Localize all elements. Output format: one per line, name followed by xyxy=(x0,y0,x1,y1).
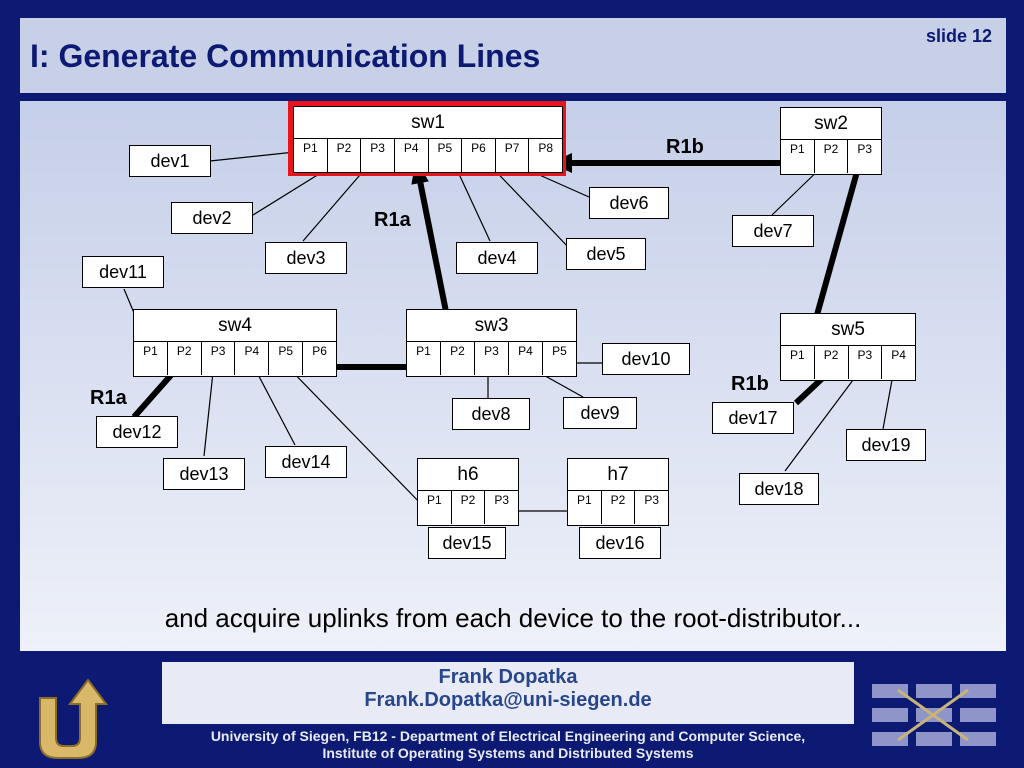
switch-sw5-name: sw5 xyxy=(781,314,915,346)
uplink-label-r1b-top: R1b xyxy=(666,136,704,158)
port[interactable]: P1 xyxy=(418,491,452,524)
slide-number: slide 12 xyxy=(925,26,992,46)
switch-sw1-name: sw1 xyxy=(294,107,562,139)
switch-sw5[interactable]: sw5 P1 P2 P3 P4 xyxy=(780,313,916,381)
port[interactable]: P1 xyxy=(134,342,168,375)
port[interactable]: P3 xyxy=(202,342,236,375)
switch-sw1-ports: P1 P2 P3 P4 P5 P6 P7 P8 xyxy=(294,139,562,172)
title-bar: I: Generate Communication Lines slide 12 xyxy=(20,18,1006,93)
device-dev17[interactable]: dev17 xyxy=(712,402,794,434)
port[interactable]: P2 xyxy=(815,140,849,173)
port[interactable]: P6 xyxy=(462,139,496,172)
port[interactable]: P4 xyxy=(235,342,270,375)
uplink-label-r1a-mid: R1a xyxy=(374,209,411,231)
port[interactable]: P3 xyxy=(644,493,660,507)
device-dev14[interactable]: dev14 xyxy=(265,446,347,478)
uplink-label-r1b-right: R1b xyxy=(731,373,769,395)
device-dev18[interactable]: dev18 xyxy=(739,473,819,505)
device-dev1[interactable]: dev1 xyxy=(129,145,211,177)
university-logo-icon xyxy=(39,678,108,759)
port[interactable]: P2 xyxy=(452,491,486,524)
port[interactable]: P1 xyxy=(781,346,815,379)
link-dev15-sw4 xyxy=(283,362,425,508)
port[interactable]: P2 xyxy=(441,342,475,375)
port[interactable]: P1 xyxy=(568,491,602,524)
slide-caption: and acquire uplinks from each device to … xyxy=(164,603,862,633)
switch-sw3-name: sw3 xyxy=(407,310,576,342)
device-dev11[interactable]: dev11 xyxy=(82,256,164,288)
switch-h7-ports: P1 P2 P3 xyxy=(568,491,668,524)
port[interactable]: P3 xyxy=(475,342,509,375)
device-dev6[interactable]: dev6 xyxy=(589,187,669,219)
uplink-label-r1a-left: R1a xyxy=(90,387,127,409)
port[interactable]: P2 xyxy=(815,346,849,379)
port[interactable]: P8 xyxy=(538,141,554,155)
port[interactable]: P3 xyxy=(857,142,873,156)
switch-sw4[interactable]: sw4 P1 P2 P3 P4 P5 P6 xyxy=(133,309,337,377)
port[interactable]: P5 xyxy=(552,344,567,358)
author-email[interactable]: Frank.Dopatka@uni-siegen.de xyxy=(364,689,652,711)
switch-h6[interactable]: h6 P1 P2 P3 xyxy=(417,458,519,526)
device-dev8[interactable]: dev8 xyxy=(452,398,530,430)
institution-text: University of Siegen, FB12 - Department … xyxy=(162,728,854,762)
port[interactable]: P2 xyxy=(328,139,362,172)
port[interactable]: P5 xyxy=(429,139,463,172)
switch-sw2-ports: P1 P2 P3 xyxy=(781,140,881,173)
switch-h7[interactable]: h7 P1 P2 P3 xyxy=(567,458,669,526)
slide-title: I: Generate Communication Lines xyxy=(30,38,541,74)
switch-sw4-ports: P1 P2 P3 P4 P5 P6 xyxy=(134,342,336,375)
department-logo-icon xyxy=(872,684,996,746)
author-box: Frank Dopatka Frank.Dopatka@uni-siegen.d… xyxy=(162,662,854,724)
port[interactable]: P1 xyxy=(781,140,815,173)
switch-sw2-name: sw2 xyxy=(781,108,881,140)
content-panel: sw1 P1 P2 P3 P4 P5 P6 P7 P8 sw2 P1 P2 P3… xyxy=(20,101,1006,651)
device-dev4[interactable]: dev4 xyxy=(456,242,538,274)
device-dev16[interactable]: dev16 xyxy=(579,527,661,559)
switch-h7-name: h7 xyxy=(568,459,668,491)
device-dev5[interactable]: dev5 xyxy=(566,238,646,270)
device-dev15[interactable]: dev15 xyxy=(428,527,506,559)
author-name: Frank Dopatka xyxy=(438,666,578,688)
link-dev18 xyxy=(784,367,863,472)
switch-sw4-name: sw4 xyxy=(134,310,336,342)
institution-line1: University of Siegen, FB12 - Department … xyxy=(210,728,806,744)
port[interactable]: P3 xyxy=(849,346,883,379)
link-dev1 xyxy=(209,151,296,162)
device-dev13[interactable]: dev13 xyxy=(163,458,245,490)
switch-h6-ports: P1 P2 P3 xyxy=(418,491,518,524)
switch-sw3-ports: P1 P2 P3 P4 P5 xyxy=(407,342,576,375)
port[interactable]: P1 xyxy=(407,342,441,375)
port[interactable]: P6 xyxy=(312,344,327,358)
port[interactable]: P3 xyxy=(494,493,510,507)
port[interactable]: P5 xyxy=(269,342,304,375)
port[interactable]: P4 xyxy=(509,342,543,375)
device-dev10[interactable]: dev10 xyxy=(602,343,690,375)
port[interactable]: P4 xyxy=(395,139,429,172)
switch-h6-name: h6 xyxy=(418,459,518,491)
device-dev2[interactable]: dev2 xyxy=(171,202,253,234)
port[interactable]: P2 xyxy=(168,342,202,375)
port[interactable]: P4 xyxy=(891,348,906,362)
link-dev13 xyxy=(203,362,215,457)
port[interactable]: P2 xyxy=(602,491,636,524)
device-dev12[interactable]: dev12 xyxy=(96,416,178,448)
switch-sw1[interactable]: sw1 P1 P2 P3 P4 P5 P6 P7 P8 xyxy=(293,106,563,173)
institution-line2: Institute of Operating Systems and Distr… xyxy=(322,745,694,761)
device-dev19[interactable]: dev19 xyxy=(846,429,926,461)
device-dev3[interactable]: dev3 xyxy=(265,242,347,274)
device-dev9[interactable]: dev9 xyxy=(563,397,637,429)
device-dev7[interactable]: dev7 xyxy=(732,215,814,247)
root-highlight xyxy=(288,101,566,176)
port[interactable]: P7 xyxy=(496,139,530,172)
port[interactable]: P1 xyxy=(294,139,328,172)
port[interactable]: P3 xyxy=(361,139,395,172)
switch-sw2[interactable]: sw2 P1 P2 P3 xyxy=(780,107,882,175)
switch-sw3[interactable]: sw3 P1 P2 P3 P4 P5 xyxy=(406,309,577,377)
switch-sw5-ports: P1 P2 P3 P4 xyxy=(781,346,915,379)
